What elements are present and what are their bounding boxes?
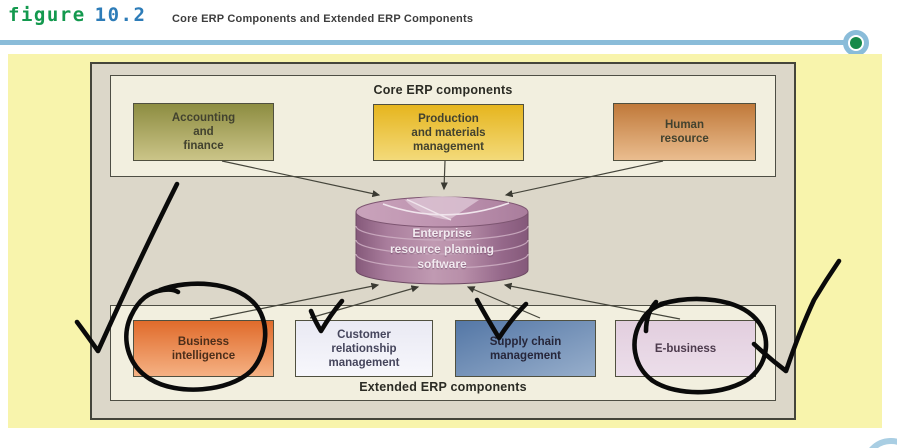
erp-software-label: Enterprise resource planning software — [389, 226, 495, 271]
bullet-ring-icon — [843, 30, 869, 56]
header-rule — [0, 40, 845, 45]
box-business-intelligence: Business intelligence — [133, 320, 274, 377]
figure-number: 10.2 — [94, 4, 147, 26]
figure-label: figure 10.2 — [8, 4, 146, 26]
box-customer-relationship: Customer relationship management — [295, 320, 433, 377]
figure-word: figure — [8, 4, 86, 26]
box-supply-chain: Supply chain management — [455, 320, 596, 377]
box-e-business: E-business — [615, 320, 756, 377]
box-human-resource: Human resource — [613, 103, 756, 161]
figure-caption: Core ERP Components and Extended ERP Com… — [172, 13, 474, 25]
bullet-dot-icon — [850, 37, 862, 49]
extended-section-title: Extended ERP components — [359, 380, 527, 394]
box-accounting-finance: Accounting and finance — [133, 103, 274, 161]
box-production-materials: Production and materials management — [373, 104, 524, 161]
erp-database-cylinder-icon — [355, 196, 529, 285]
core-section-title: Core ERP components — [373, 83, 513, 97]
corner-arc-icon — [862, 438, 897, 448]
